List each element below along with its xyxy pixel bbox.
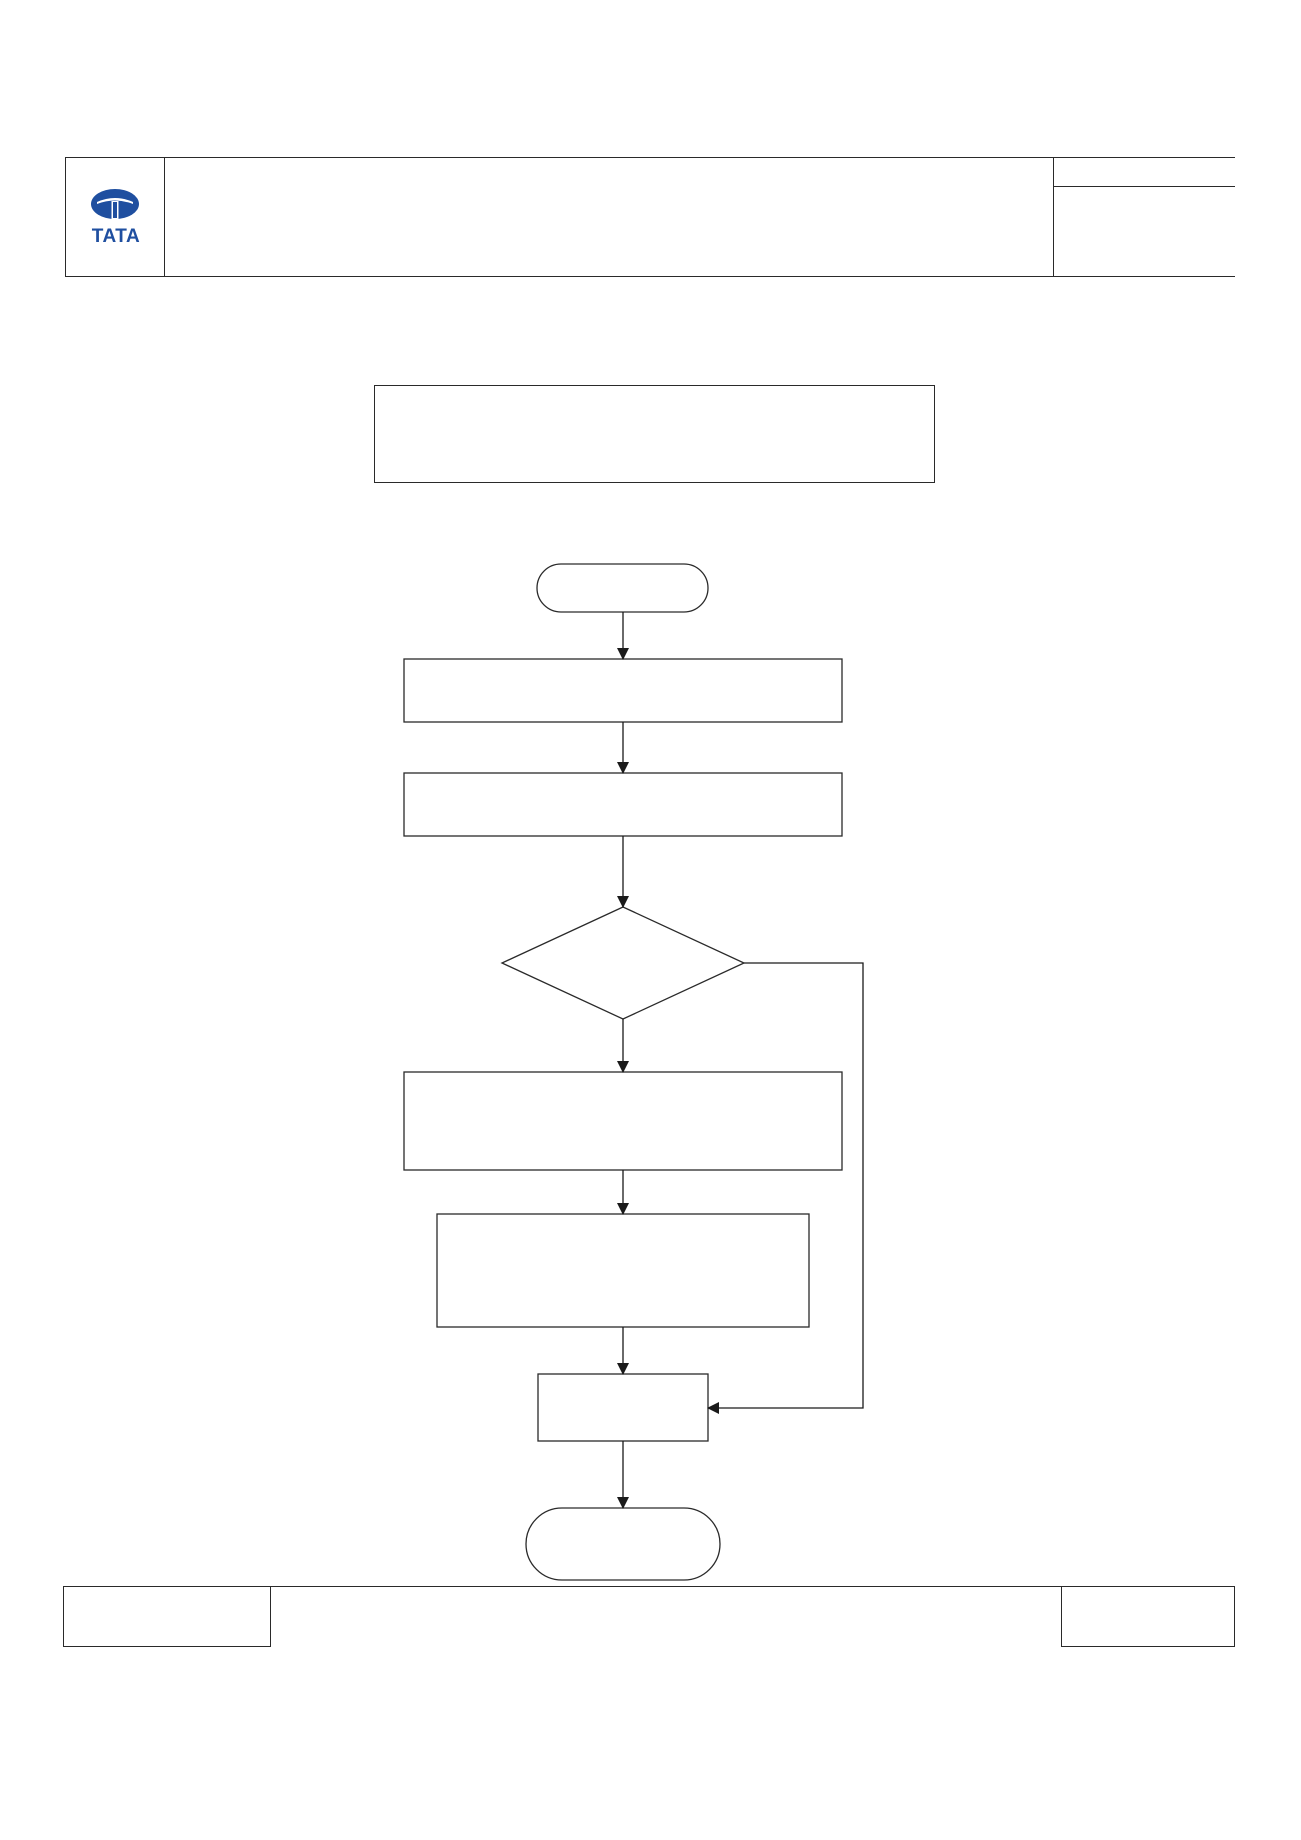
header-logo-cell: TATA — [66, 158, 165, 276]
decision-diamond — [500, 906, 746, 1020]
footer-left-cell — [63, 1586, 271, 1647]
process-step-4 — [436, 1213, 810, 1328]
header-meta-divider — [1054, 186, 1235, 187]
process-step-3 — [403, 1071, 843, 1171]
document-header: TATA — [65, 157, 1235, 277]
merge-step — [537, 1373, 709, 1442]
tata-logo-wordmark: TATA — [91, 226, 141, 247]
end-terminator — [525, 1507, 721, 1581]
process-step-1 — [403, 658, 843, 723]
tata-logo-icon — [91, 189, 139, 219]
start-terminator — [536, 563, 709, 613]
footer-right-cell — [1061, 1586, 1235, 1647]
flowchart-title-box — [374, 385, 935, 483]
footer-rule — [270, 1586, 1062, 1587]
arrow-decision-bypass-to-merge — [707, 962, 864, 1414]
process-step-2 — [403, 772, 843, 837]
header-meta-cell — [1053, 158, 1235, 276]
